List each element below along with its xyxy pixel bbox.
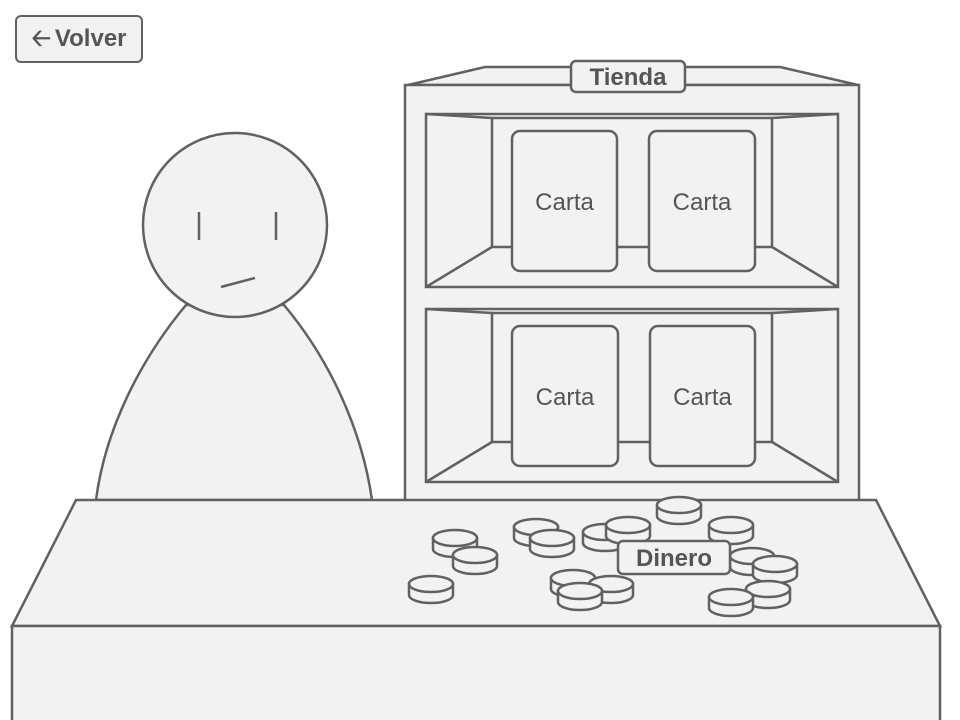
shop-sign: Tienda	[569, 59, 687, 94]
coin	[751, 554, 799, 585]
money-label: Dinero	[636, 545, 712, 572]
shop-card-3[interactable]: Carta	[510, 324, 620, 468]
counter-front	[10, 624, 942, 720]
perspective-line	[771, 307, 839, 315]
shop-shelf: Carta Carta Carta Carta Tienda	[403, 59, 861, 507]
coin-pile	[407, 495, 799, 618]
perspective-line	[425, 245, 493, 289]
shop-title: Tienda	[590, 64, 668, 91]
arrow-left-icon: 🡠	[31, 25, 51, 52]
shopkeeper-body	[94, 303, 374, 502]
card-label: Carta	[535, 189, 594, 216]
counter	[9, 498, 943, 720]
coin	[407, 574, 455, 605]
shopkeeper-head	[141, 131, 329, 319]
shelf-compartment-bottom	[424, 307, 840, 484]
perspective-line	[771, 112, 839, 120]
shelf-compartment-top	[424, 112, 840, 289]
coin	[655, 495, 703, 526]
coin	[744, 579, 792, 610]
perspective-line	[425, 307, 493, 315]
shop-card-4[interactable]: Carta	[648, 324, 757, 468]
card-label: Carta	[673, 189, 732, 216]
coin	[707, 587, 755, 618]
card-label: Carta	[536, 384, 595, 411]
coin	[556, 581, 604, 612]
coin	[451, 545, 499, 576]
back-button-label: Volver	[54, 25, 127, 52]
back-button[interactable]: 🡠 Volver	[15, 15, 143, 63]
coin	[528, 528, 576, 559]
perspective-line	[771, 245, 839, 289]
shopkeeper-mouth	[220, 276, 256, 289]
money-sign: Dinero	[616, 539, 732, 576]
shop-card-1[interactable]: Carta	[510, 129, 619, 273]
perspective-line	[425, 112, 493, 120]
card-label: Carta	[673, 384, 732, 411]
shop-card-2[interactable]: Carta	[647, 129, 757, 273]
coin	[707, 515, 755, 546]
perspective-line	[425, 440, 493, 484]
perspective-line	[771, 440, 839, 484]
shopkeeper	[94, 131, 374, 502]
